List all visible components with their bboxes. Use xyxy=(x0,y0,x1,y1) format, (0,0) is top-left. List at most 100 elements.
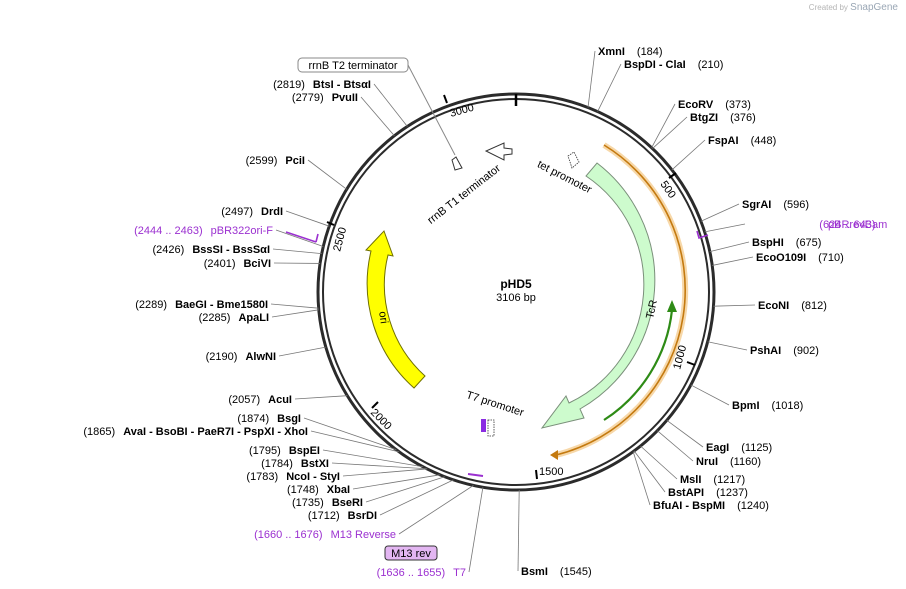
site-label-left: BstXI xyxy=(301,458,329,470)
site-leader-left xyxy=(360,96,395,137)
site-position-left: (2289) xyxy=(135,299,167,311)
site-leader-left xyxy=(272,248,322,254)
site-leader-right xyxy=(704,223,746,233)
site-position-left: (2497) xyxy=(221,206,253,218)
tcr-orange-arrow xyxy=(555,144,687,456)
site-leader-right xyxy=(690,384,730,406)
m13-rev-box xyxy=(384,545,438,561)
site-leader-left xyxy=(352,474,440,490)
site-label-right: SgrAI xyxy=(742,199,771,211)
feature-ori: ori xyxy=(376,311,390,325)
site-position-right: (1217) xyxy=(713,474,745,486)
site-position-right: (448) xyxy=(751,135,777,147)
site-leader-left xyxy=(365,476,445,503)
site-label-right: FspAI xyxy=(708,135,739,147)
site-label-left: T7 xyxy=(453,567,466,579)
site-position-left: (1660 .. 1676) xyxy=(254,529,323,541)
site-leader-left xyxy=(303,417,397,451)
site-position-right: (1237) xyxy=(716,487,748,499)
site-label-left: BciVI xyxy=(243,258,271,270)
site-leader-right xyxy=(712,256,754,266)
site-position-left: (1636 .. 1655) xyxy=(377,567,446,579)
site-label-left: M13 Reverse xyxy=(331,529,396,541)
site-leader-right xyxy=(707,341,748,351)
site-label-right: EagI xyxy=(706,442,729,454)
site-position-left: (1784) xyxy=(261,458,293,470)
site-leader-left xyxy=(322,449,423,468)
site-position-right: (1240) xyxy=(737,500,769,512)
rrnb-t1-arrow xyxy=(451,156,463,171)
site-position-right: (1160) xyxy=(730,456,761,468)
green-primer-arrow xyxy=(603,309,674,421)
site-label-right: PshAI xyxy=(750,345,781,357)
site-label-left: BspEI xyxy=(289,445,320,457)
site-position-right: (710) xyxy=(818,252,844,264)
site-position-right: (1545) xyxy=(560,566,592,578)
site-label-left: BtsI - BtsαI xyxy=(313,79,371,91)
site-label-right: BpmI xyxy=(732,400,760,412)
site-label-left: PciI xyxy=(285,155,305,167)
rrnb-t2-leader xyxy=(407,64,456,156)
site-label-right: MslI xyxy=(680,474,701,486)
snapgene-logo-text: SnapGene xyxy=(850,2,898,13)
feature-t7-promoter: T7 promoter xyxy=(465,389,526,419)
site-leader-right xyxy=(709,241,750,253)
tcr-feature xyxy=(540,162,656,429)
site-label-right: EcoNI xyxy=(758,300,789,312)
site-label-left: BseRI xyxy=(332,497,363,509)
feature-rrnb-t1: rrnB T1 terminator xyxy=(425,162,503,226)
site-label-left: AvaI - BsoBI - PaeR7I - PspXI - XhoI xyxy=(123,426,308,438)
site-label-right: EcoO109I xyxy=(756,252,806,264)
plasmid-size: 3106 bp xyxy=(496,292,536,304)
site-label-right: NruI xyxy=(696,456,718,468)
site-position-left: (1783) xyxy=(246,471,278,483)
site-leader-left xyxy=(275,229,324,247)
site-label-right: pBRrevBam xyxy=(828,219,887,231)
site-label-left: BsgI xyxy=(277,413,301,425)
site-position-left: (2599) xyxy=(246,155,278,167)
site-position-left: (2444 .. 2463) xyxy=(134,225,203,237)
right-site-labels: XmnI(184)BspDI - ClaI(210)EcoRV(373)BtgZ… xyxy=(517,46,887,578)
site-leader-left xyxy=(285,210,330,227)
site-position-right: (373) xyxy=(725,99,751,111)
site-leader-right xyxy=(666,419,704,448)
site-position-left: (1748) xyxy=(287,484,319,496)
snapgene-credit: Created by SnapGene xyxy=(809,2,898,13)
feature-tet-promoter: tet promoter xyxy=(535,159,594,197)
site-leader-right xyxy=(640,445,678,480)
site-leader-left xyxy=(294,395,348,400)
site-position-left: (1712) xyxy=(308,510,340,522)
tcr-orange-arrowhead xyxy=(550,450,558,460)
feature-tcr: TcR xyxy=(644,299,660,320)
site-label-left: AcuI xyxy=(268,394,292,406)
tick-label-1500: 1500 xyxy=(539,466,563,478)
site-label-right: BtgZI xyxy=(690,112,718,124)
site-position-right: (376) xyxy=(730,112,756,124)
site-leader-left xyxy=(270,303,319,309)
site-leader-left xyxy=(271,309,319,318)
site-leader-left xyxy=(310,430,400,453)
site-position-right: (1018) xyxy=(772,400,804,412)
site-label-right: BspDI - ClaI xyxy=(624,59,686,71)
site-position-right: (184) xyxy=(637,46,663,58)
site-leader-right xyxy=(652,116,688,149)
site-leader-right xyxy=(587,50,596,108)
site-position-left: (2779) xyxy=(292,92,324,104)
site-leader-right xyxy=(597,63,622,112)
site-leader-left xyxy=(373,83,408,127)
site-label-right: EcoRV xyxy=(678,99,714,111)
m13-rev-label: M13 rev xyxy=(391,548,431,560)
t7-primer-mark xyxy=(481,419,486,432)
site-label-left: ApaLI xyxy=(238,312,269,324)
site-label-right: BspHI xyxy=(752,237,784,249)
site-label-left: pBR322ori-F xyxy=(211,225,274,237)
site-label-right: BsmI xyxy=(521,566,548,578)
site-position-right: (1125) xyxy=(741,442,772,454)
site-position-left: (1874) xyxy=(237,413,269,425)
ori-feature xyxy=(365,230,426,389)
site-position-left: (2285) xyxy=(199,312,231,324)
site-leader-left xyxy=(342,468,428,477)
feature-rrnb-t2: rrnB T2 terminator xyxy=(308,60,397,72)
site-label-left: PvuII xyxy=(332,92,358,104)
site-leader-left xyxy=(307,159,347,190)
